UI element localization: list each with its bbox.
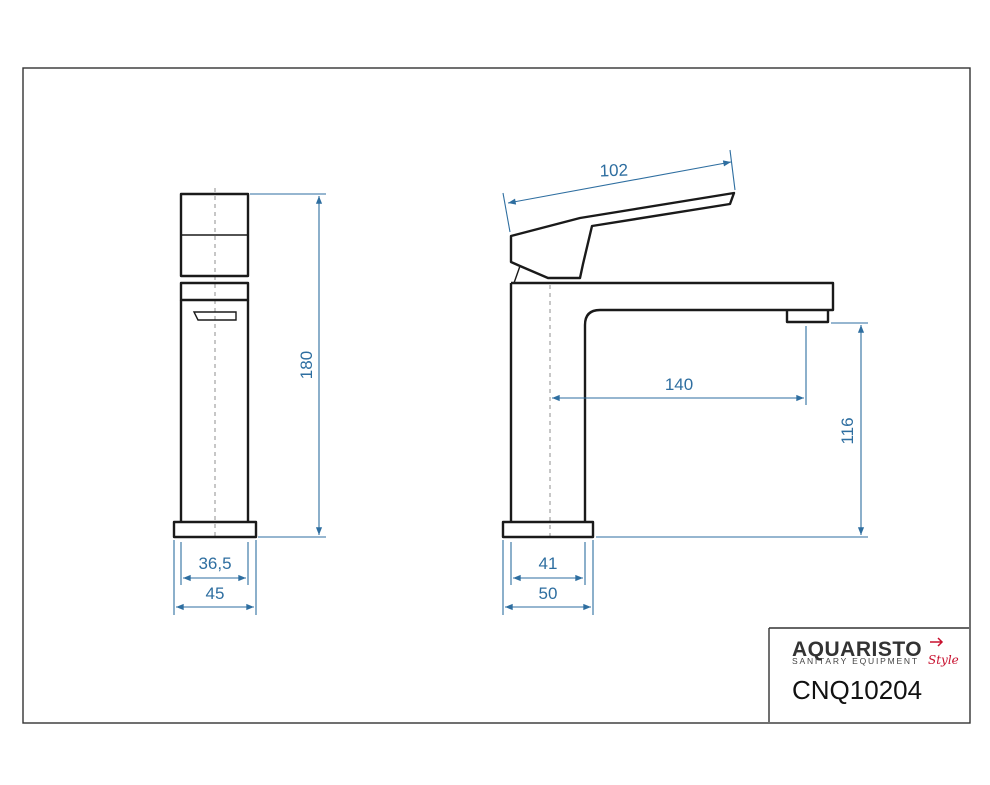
- front-aerator: [785, 310, 830, 324]
- dimension-spout-reach-label: 140: [665, 375, 693, 394]
- dimension-lever-length-label: 102: [599, 161, 628, 181]
- logo-style-script: Style: [928, 653, 959, 667]
- product-code: CNQ10204: [792, 675, 922, 705]
- arrow-icon: [930, 637, 944, 647]
- dimension-side-inner-width-label: 36,5: [198, 554, 231, 573]
- front-view: 102 140 116 41 50: [501, 149, 868, 615]
- front-base: [501, 520, 595, 539]
- side-aerator: [192, 311, 237, 321]
- logo-wordmark: AQUARISTO: [792, 638, 922, 661]
- side-base: [172, 520, 258, 539]
- logo-subtitle: SANITARY EQUIPMENT: [792, 656, 919, 666]
- dimension-lever-length: [507, 160, 732, 205]
- brand-logo: AQUARISTO SANITARY EQUIPMENT Style: [792, 637, 959, 667]
- dimension-front-inner-width-label: 41: [539, 554, 558, 573]
- drawing-frame: [22, 67, 971, 724]
- side-view: 180 36,5 45: [172, 188, 326, 615]
- dimension-front-base-width-label: 50: [539, 584, 558, 603]
- dimension-side-height-label: 180: [297, 351, 316, 379]
- side-neck: [179, 281, 250, 302]
- title-block: AQUARISTO SANITARY EQUIPMENT Style CNQ10…: [768, 627, 969, 722]
- dimension-side-base-width-label: 45: [206, 584, 225, 603]
- side-body: [179, 300, 250, 522]
- front-lever: [509, 191, 736, 280]
- dimension-spout-height-label: 116: [838, 417, 857, 444]
- front-body-spout: [509, 281, 835, 522]
